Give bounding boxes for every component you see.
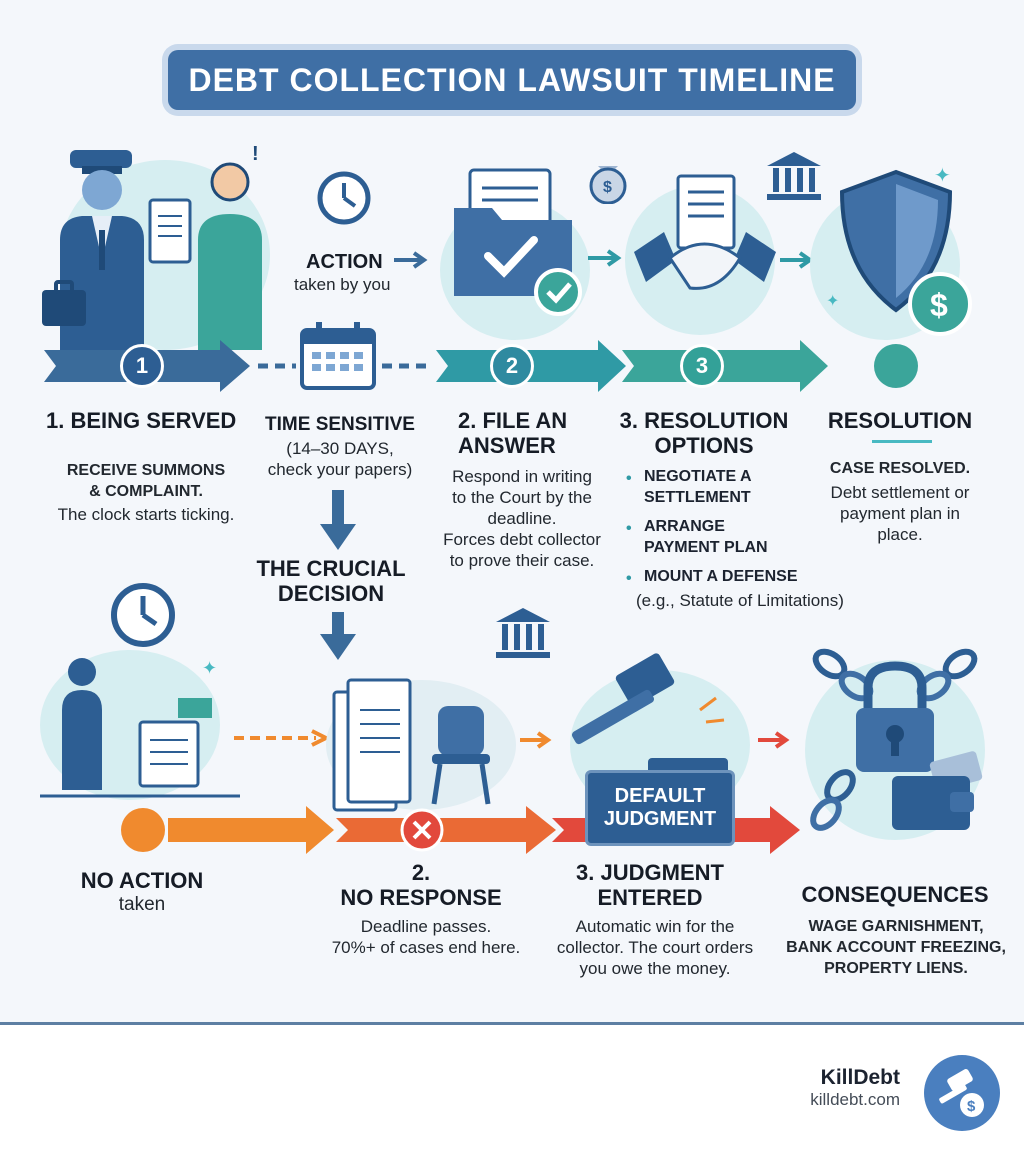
defense-note: (e.g., Statute of Limitations) (636, 591, 844, 610)
step-1-bold-text: RECEIVE SUMMONS & COMPLAINT. (66, 462, 226, 500)
consequences-text: WAGE GARNISHMENT, BANK ACCOUNT FREEZING,… (786, 918, 1006, 977)
option-item: •NEGOTIATE A SETTLEMENT (626, 468, 752, 506)
step-1-text: The clock starts ticking. (57, 505, 235, 524)
money-bag-icon: $ (589, 166, 627, 204)
svg-text:$: $ (967, 1098, 976, 1115)
no-action-heading: NO ACTION (80, 868, 204, 893)
svg-text:$: $ (930, 287, 948, 323)
step-2-text: Respond in writing to the Court by the d… (443, 467, 601, 570)
gavel-logo-icon: $ (939, 1069, 984, 1117)
empty-chair-icon (332, 678, 491, 812)
page-title: DEBT COLLECTION LAWSUIT TIMELINE (168, 50, 856, 110)
clock-icon (317, 171, 371, 225)
resolution-options-list: •NEGOTIATE A SETTLEMENT •ARRANGE PAYMENT… (626, 466, 866, 591)
judgment-entered-heading: 3. JUDGMENT ENTERED (576, 860, 724, 910)
gavel-icon (571, 653, 728, 774)
step-2-heading: 2. FILE AN ANSWER (458, 408, 568, 458)
step-2-badge: 2 (490, 344, 534, 388)
dashed-arrow-icon (234, 729, 331, 747)
consequences-heading: CONSEQUENCES (801, 882, 989, 907)
clock-icon (111, 583, 175, 647)
brand: KillDebt killdebt.com (810, 1066, 900, 1110)
svg-text:✦: ✦ (934, 163, 951, 187)
handshake-icon (634, 174, 776, 290)
ignoring-papers-icon: ✦ (40, 658, 240, 798)
step-3-heading: 3. RESOLUTION OPTIONS (619, 408, 789, 458)
step-1-badge: 1 (120, 344, 164, 388)
resolution-dot (874, 344, 918, 388)
resolution-heading: RESOLUTION (827, 408, 973, 433)
option-item: •MOUNT A DEFENSE (626, 568, 798, 587)
bottom-timeline-track (121, 806, 800, 854)
step-1-heading: 1. BEING SERVED (46, 408, 237, 433)
arrow-right-icon (588, 249, 622, 267)
no-response-text: Deadline passes. 70%+ of cases end here. (331, 917, 521, 957)
action-sub: taken by you (294, 275, 391, 294)
no-action-sub: taken (118, 894, 166, 915)
process-server-icon: ! (42, 143, 262, 350)
arrow-right-icon (758, 731, 790, 749)
resolution-text: Debt settlement or payment plan in place… (830, 483, 970, 544)
footer-divider (0, 1022, 1024, 1025)
courthouse-icon (767, 152, 821, 200)
footer (0, 1025, 1024, 1154)
shield-dollar-icon: $ ✦ ✦ (826, 163, 972, 336)
no-response-heading: 2. NO RESPONSE (340, 860, 502, 910)
brand-url[interactable]: killdebt.com (810, 1090, 900, 1109)
resolution-bold-text: CASE RESOLVED. (829, 460, 971, 477)
judgment-entered-text: Automatic win for the collector. The cou… (556, 917, 754, 978)
step-3-badge: 3 (680, 344, 724, 388)
svg-text:!: ! (252, 143, 259, 165)
time-sensitive-heading: TIME SENSITIVE (265, 414, 415, 435)
arrow-right-icon (394, 251, 428, 269)
courthouse-icon (496, 608, 550, 658)
svg-text:✦: ✦ (826, 291, 839, 310)
default-judgment-badge: DEFAULT JUDGMENT (585, 770, 735, 846)
crucial-decision-heading: THE CRUCIAL DECISION (256, 556, 406, 606)
arrow-down-icon (320, 612, 356, 660)
option-item: •ARRANGE PAYMENT PLAN (626, 518, 768, 556)
calendar-icon (300, 322, 376, 390)
folder-check-icon (454, 168, 582, 316)
arrow-down-icon (320, 490, 356, 550)
brand-name: KillDebt (820, 1066, 900, 1089)
action-heading: ACTION (306, 251, 383, 273)
arrow-right-icon (520, 731, 552, 749)
svg-text:✦: ✦ (202, 658, 217, 679)
time-sensitive-text: (14–30 DAYS, check your papers) (267, 439, 413, 479)
svg-text:$: $ (603, 179, 612, 196)
resolution-underline (872, 440, 932, 443)
killdebt-logo: $ (924, 1055, 1000, 1131)
chained-lock-icon (810, 648, 983, 831)
